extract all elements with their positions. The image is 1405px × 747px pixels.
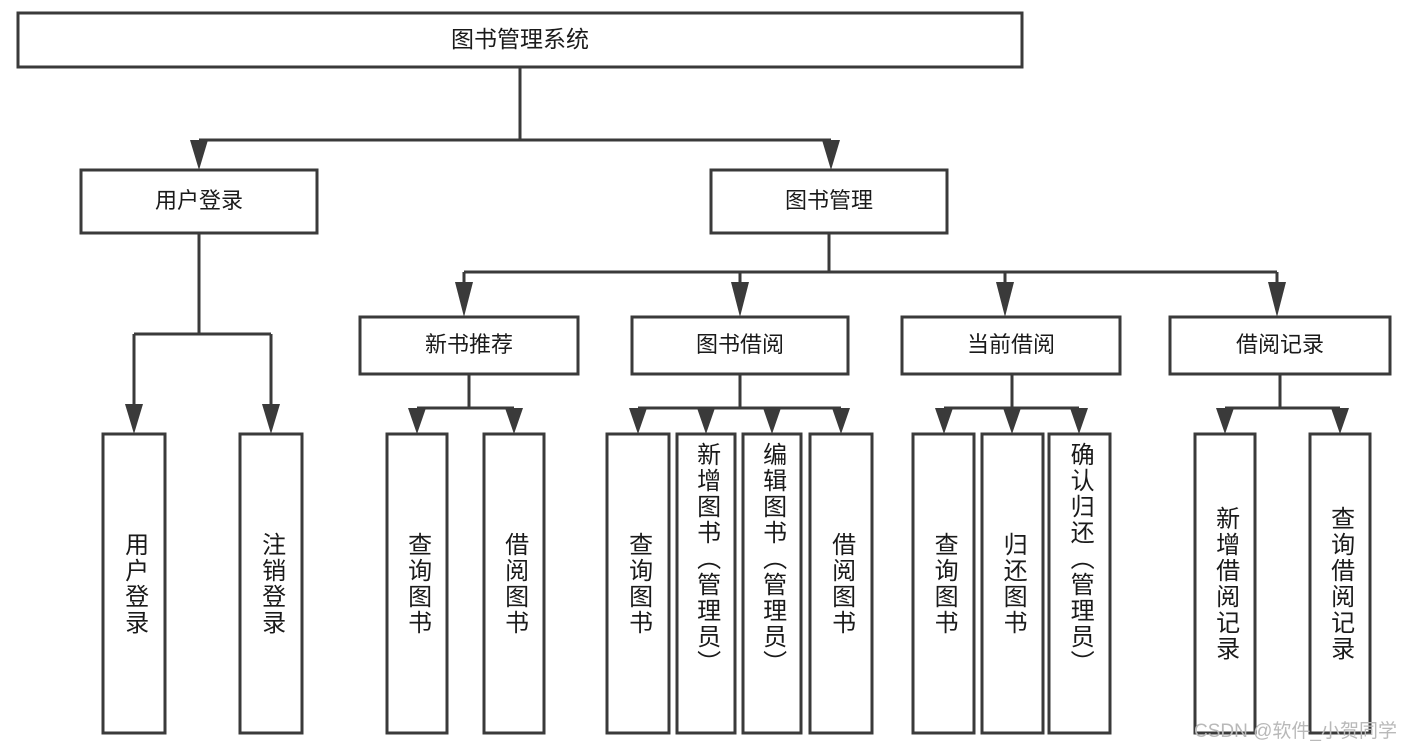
node-book-borrow-box[interactable]: [630, 315, 850, 376]
leaf-box-query-book-3[interactable]: [911, 432, 976, 735]
arrowhead-leaf-borrow-book-2: [832, 408, 850, 434]
arrowhead-leaf-user-login: [125, 404, 143, 434]
connector-group-current-borrow: [935, 374, 1088, 434]
node-current-borrow-box[interactable]: [900, 315, 1122, 376]
leaf-box-edit-book[interactable]: [741, 432, 803, 735]
leaf-box-query-record[interactable]: [1308, 432, 1372, 735]
node-new-book-recommend-label: 新书推荐: [425, 332, 513, 357]
node-borrow-record-box[interactable]: [1168, 315, 1392, 376]
leaf-box-logout[interactable]: [238, 432, 304, 735]
node-current-borrow[interactable]: 当前借阅: [900, 315, 1122, 376]
arrowhead-new-book-recommend: [455, 282, 473, 317]
arrowhead-leaf-confirm-return: [1070, 408, 1088, 434]
csdn-watermark: CSDN @软件_小贺同学: [1194, 721, 1397, 742]
arrowhead-leaf-borrow-book-1: [505, 408, 523, 434]
arrowhead-leaf-query-book-3: [935, 408, 953, 434]
node-borrow-record-label: 借阅记录: [1236, 332, 1324, 357]
arrowhead-leaf-logout: [262, 404, 280, 434]
leaf-box-query-book-2[interactable]: [605, 432, 671, 735]
arrowhead-book-borrow: [731, 282, 749, 317]
connector-group-root: [190, 67, 840, 170]
node-new-book-recommend-box[interactable]: [358, 315, 580, 376]
arrowhead-leaf-query-book-1: [408, 408, 426, 434]
connector-group-book-manage: [455, 233, 1286, 317]
arrowhead-leaf-add-record: [1216, 408, 1234, 434]
connector-group-user-login: [125, 233, 280, 434]
arrowhead-leaf-add-book: [697, 408, 715, 434]
leaf-box-user-login[interactable]: [101, 432, 167, 735]
arrowhead-leaf-query-record: [1331, 408, 1349, 434]
node-book-manage-label: 图书管理: [785, 188, 873, 213]
arrowhead-leaf-edit-book: [763, 408, 781, 434]
arrowhead-current-borrow: [996, 282, 1014, 317]
node-user-login[interactable]: 用户登录: [79, 168, 319, 235]
arrowhead-leaf-query-book-2: [629, 408, 647, 434]
arrowhead-borrow-record: [1268, 282, 1286, 317]
leaf-box-add-book[interactable]: [675, 432, 737, 735]
node-book-manage[interactable]: 图书管理: [709, 168, 949, 235]
node-new-book-recommend[interactable]: 新书推荐: [358, 315, 580, 376]
node-root-label: 图书管理系统: [451, 26, 589, 52]
node-user-login-label: 用户登录: [155, 188, 243, 213]
node-root[interactable]: 图书管理系统: [16, 11, 1024, 69]
leaf-box-group: [101, 432, 1372, 735]
node-book-borrow[interactable]: 图书借阅: [630, 315, 850, 376]
leaf-box-query-book-1[interactable]: [385, 432, 449, 735]
connector-group-book-borrow: [629, 374, 850, 434]
connector-group-new-book-recommend: [408, 374, 523, 434]
leaf-box-borrow-book-2[interactable]: [808, 432, 874, 735]
node-borrow-record[interactable]: 借阅记录: [1168, 315, 1392, 376]
node-user-login-box[interactable]: [79, 168, 319, 235]
node-current-borrow-label: 当前借阅: [967, 332, 1055, 357]
connector-group-borrow-record: [1216, 374, 1349, 434]
arrowhead-user-login: [190, 140, 208, 170]
arrowhead-leaf-return-book: [1003, 408, 1021, 434]
node-book-manage-box[interactable]: [709, 168, 949, 235]
node-root-box[interactable]: [16, 11, 1024, 69]
node-book-borrow-label: 图书借阅: [696, 332, 784, 357]
leaf-box-add-record[interactable]: [1193, 432, 1257, 735]
leaf-box-confirm-return[interactable]: [1047, 432, 1112, 735]
arrowhead-book-manage: [822, 140, 840, 170]
leaf-box-return-book[interactable]: [980, 432, 1045, 735]
leaf-box-borrow-book-1[interactable]: [482, 432, 546, 735]
